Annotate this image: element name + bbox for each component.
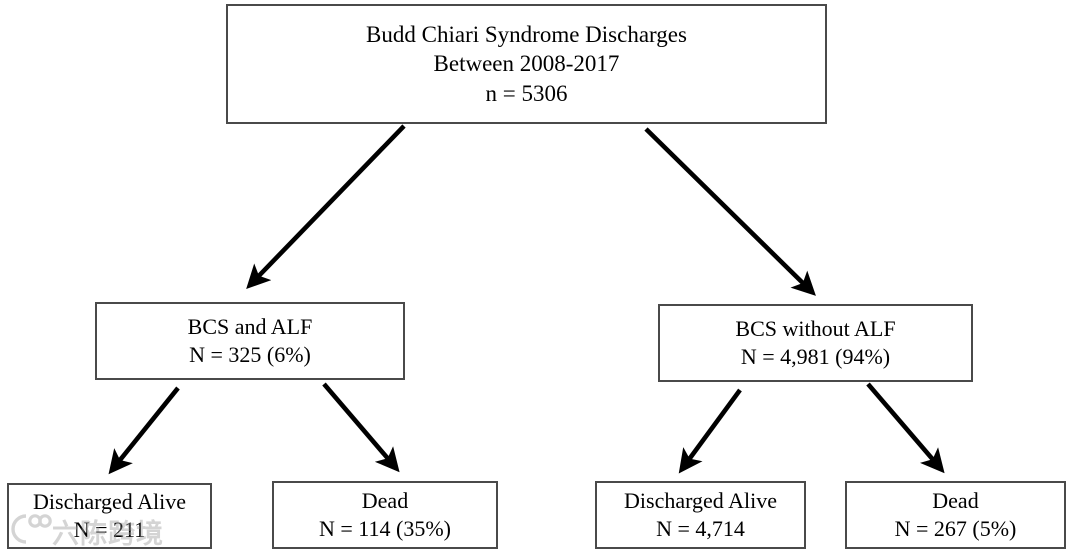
node-bcs-without-alf-label: BCS without ALF (735, 315, 896, 341)
arrow-bcs-alf-to-alive (108, 386, 180, 475)
node-root-line1: Budd Chiari Syndrome Discharges (366, 21, 687, 47)
node-root-cohort: Budd Chiari Syndrome Discharges Between … (226, 4, 827, 124)
node-without-alf-dead-count: N = 267 (5%) (894, 516, 1017, 541)
node-alf-discharged-alive-label: Discharged Alive (33, 488, 186, 514)
node-bcs-and-alf: BCS and ALF N = 325 (6%) (95, 302, 405, 380)
node-root-line3: n = 5306 (485, 80, 568, 106)
node-alf-dead-label: Dead (361, 487, 409, 513)
node-without-alf-dead-label: Dead (932, 487, 979, 513)
node-root-line2: Between 2008-2017 (433, 51, 620, 77)
node-alf-discharged-alive: Discharged Alive N = 211 (7, 483, 212, 549)
arrow-root-to-bcs-without-alf (644, 127, 816, 296)
node-bcs-without-alf: BCS without ALF N = 4,981 (94%) (658, 304, 973, 382)
arrow-bcs-alf-to-dead (322, 382, 400, 473)
arrow-bcs-without-alf-to-dead (866, 382, 945, 474)
node-alf-dead: Dead N = 114 (35%) (272, 481, 498, 549)
arrow-root-to-bcs-alf (246, 124, 406, 289)
arrow-bcs-without-alf-to-alive (678, 388, 742, 474)
node-without-alf-discharged-alive-label: Discharged Alive (624, 487, 777, 513)
node-without-alf-discharged-alive: Discharged Alive N = 4,714 (595, 481, 806, 549)
node-bcs-and-alf-label: BCS and ALF (187, 313, 313, 339)
node-alf-discharged-alive-count: N = 211 (73, 517, 146, 542)
node-alf-dead-count: N = 114 (35%) (319, 516, 451, 541)
node-without-alf-dead: Dead N = 267 (5%) (845, 481, 1066, 549)
node-bcs-without-alf-count: N = 4,981 (94%) (740, 344, 891, 369)
node-without-alf-discharged-alive-count: N = 4,714 (656, 516, 745, 541)
node-bcs-and-alf-count: N = 325 (6%) (189, 342, 311, 367)
